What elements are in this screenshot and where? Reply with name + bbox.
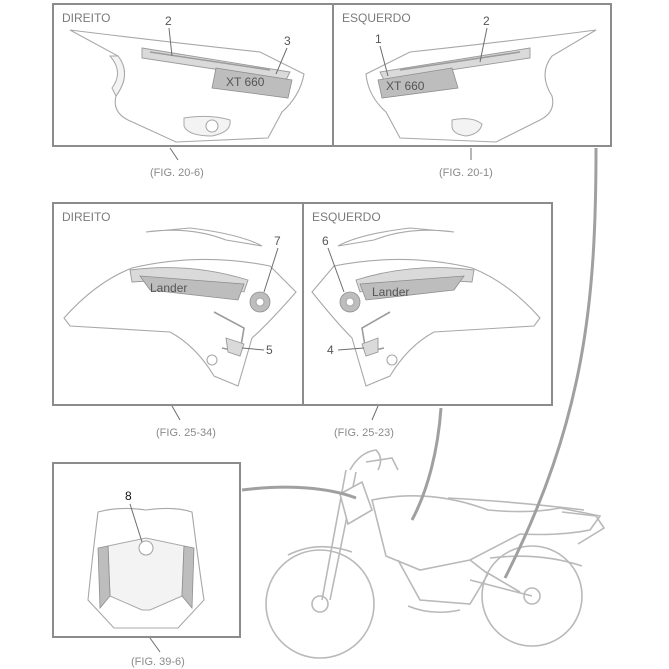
panel-title: ESQUERDO [342, 11, 411, 25]
panel-title: ESQUERDO [312, 210, 381, 224]
callout-number: 2 [483, 14, 490, 28]
side-cover-left-part: XT 660 [365, 29, 597, 143]
panel-headlight-cover: 8 [52, 462, 241, 638]
svg-text:Lander: Lander [150, 281, 187, 295]
callout-number: 6 [322, 234, 329, 248]
panel-tank-shroud-left: ESQUERDO Lander 6 4 [302, 202, 553, 406]
panel-side-cover-right: DIREITO XT 660 2 3 [52, 3, 334, 147]
motorcycle-illustration [265, 449, 606, 659]
svg-text:Lander: Lander [372, 285, 409, 299]
svg-text:XT 660: XT 660 [226, 75, 265, 89]
callout-number: 3 [284, 34, 291, 48]
side-cover-right-part: XT 660 [69, 29, 305, 143]
figure-reference: (FIG. 25-34) [156, 427, 216, 439]
callout-number: 7 [274, 234, 281, 248]
panel-title: DIREITO [62, 11, 110, 25]
figure-reference: (FIG. 20-6) [150, 167, 204, 179]
tank-shroud-right-part: Lander [63, 227, 297, 387]
panel-title: DIREITO [62, 210, 110, 224]
panel-side-cover-left: ESQUERDO XT 660 1 2 [332, 3, 612, 147]
link-lines [241, 147, 598, 579]
tank-shroud-left-part: Lander [311, 227, 541, 387]
headlight-cover-part [87, 507, 205, 629]
callout-number: 4 [327, 343, 334, 357]
figure-reference: (FIG. 20-1) [439, 167, 493, 179]
callout-number: 8 [125, 489, 132, 503]
figure-reference: (FIG. 25-23) [334, 427, 394, 439]
panel-tank-shroud-right: DIREITO Lander 7 5 [52, 202, 304, 406]
svg-text:XT 660: XT 660 [386, 79, 425, 93]
callout-number: 2 [165, 14, 172, 28]
figure-reference: (FIG. 39-6) [131, 656, 185, 668]
callout-number: 1 [375, 32, 382, 46]
callout-number: 5 [266, 343, 273, 357]
